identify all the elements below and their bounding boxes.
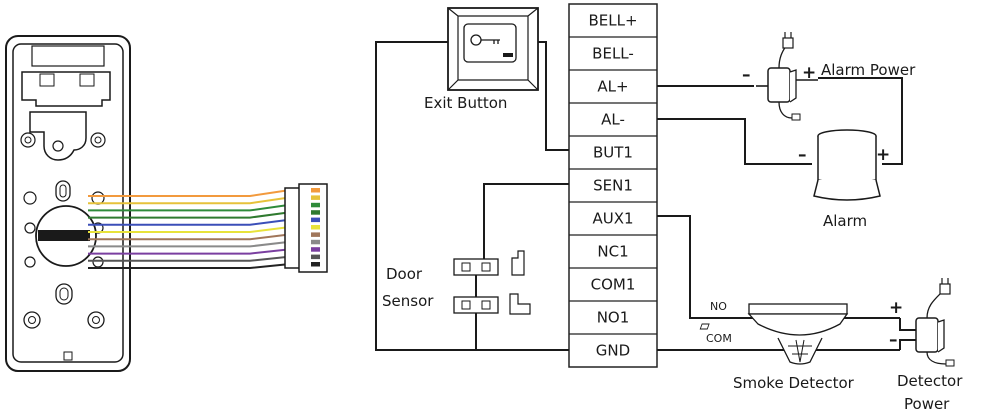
harness-wire bbox=[88, 211, 291, 219]
terminal-block: BELL+ BELL- AL+ AL- BUT1SEN1AUX1NC1COM1NO1GN… bbox=[568, 3, 658, 368]
plug-pin bbox=[311, 195, 320, 200]
harness-wire bbox=[88, 218, 291, 226]
plug-pin bbox=[311, 210, 320, 215]
plug-pin bbox=[311, 247, 320, 252]
alarm-power-minus: – bbox=[742, 65, 751, 85]
key-icon bbox=[470, 34, 482, 46]
alarm-power-adapter bbox=[756, 32, 818, 121]
terminal-aux1: AUX1 bbox=[592, 210, 633, 228]
alarm-siren bbox=[813, 129, 881, 201]
plug-pin bbox=[311, 262, 320, 267]
harness-wire bbox=[88, 203, 291, 212]
smoke-detector-label: Smoke Detector bbox=[733, 374, 855, 392]
door-sensor-label-line2: Sensor bbox=[382, 292, 434, 310]
wiring bbox=[375, 41, 916, 351]
harness-wire bbox=[88, 196, 291, 205]
harness-wire bbox=[88, 248, 291, 255]
connector-plug bbox=[284, 183, 328, 273]
detector-power-label-line2: Power bbox=[904, 395, 950, 413]
terminal-gnd: GND bbox=[596, 342, 630, 360]
plug-pin bbox=[311, 217, 320, 223]
door-sensor-device bbox=[453, 250, 531, 315]
harness-wire bbox=[88, 226, 291, 233]
harness-wire bbox=[88, 233, 291, 241]
plug-pin bbox=[311, 232, 320, 237]
alarm-power-label: Alarm Power bbox=[821, 61, 916, 79]
alarm-label: Alarm bbox=[823, 212, 867, 230]
harness-wire bbox=[88, 263, 291, 269]
alarm-power-plus: + bbox=[802, 63, 816, 83]
detector-power-adapter bbox=[915, 278, 955, 367]
harness-wire bbox=[88, 189, 291, 197]
terminal-al-minus: AL- bbox=[601, 111, 625, 129]
terminal-al-plus: AL+ bbox=[597, 78, 628, 96]
detector-power-minus: – bbox=[889, 330, 898, 350]
smoke-detector-com: COM bbox=[706, 332, 732, 345]
alarm-plus: + bbox=[876, 145, 890, 165]
harness-wire bbox=[88, 255, 291, 262]
terminal-com1: COM1 bbox=[591, 276, 636, 294]
detector-power-plus: + bbox=[889, 298, 903, 318]
alarm-minus: – bbox=[798, 145, 807, 165]
plug-pin bbox=[311, 239, 320, 245]
plug-pin bbox=[311, 225, 320, 230]
door-sensor-label-line1: Door bbox=[386, 265, 423, 283]
exit-button-label: Exit Button bbox=[424, 94, 507, 112]
plug-pin bbox=[311, 254, 320, 260]
smoke-detector bbox=[699, 303, 849, 365]
plug-pin bbox=[311, 188, 320, 193]
wire-harness bbox=[88, 189, 291, 269]
smoke-detector-no: NO bbox=[710, 300, 727, 313]
terminal-no1: NO1 bbox=[597, 309, 630, 327]
terminal-but1: BUT1 bbox=[593, 144, 633, 162]
detector-power-label-line1: Detector bbox=[897, 372, 963, 390]
terminal-bell-minus: BELL- bbox=[592, 45, 634, 63]
plug-pin bbox=[311, 202, 320, 208]
exit-button-device bbox=[447, 7, 539, 91]
harness-wire bbox=[88, 240, 291, 248]
terminal-bell-plus: BELL+ bbox=[588, 12, 637, 30]
terminal-sen1: SEN1 bbox=[593, 177, 633, 195]
terminal-nc1: NC1 bbox=[597, 243, 628, 261]
